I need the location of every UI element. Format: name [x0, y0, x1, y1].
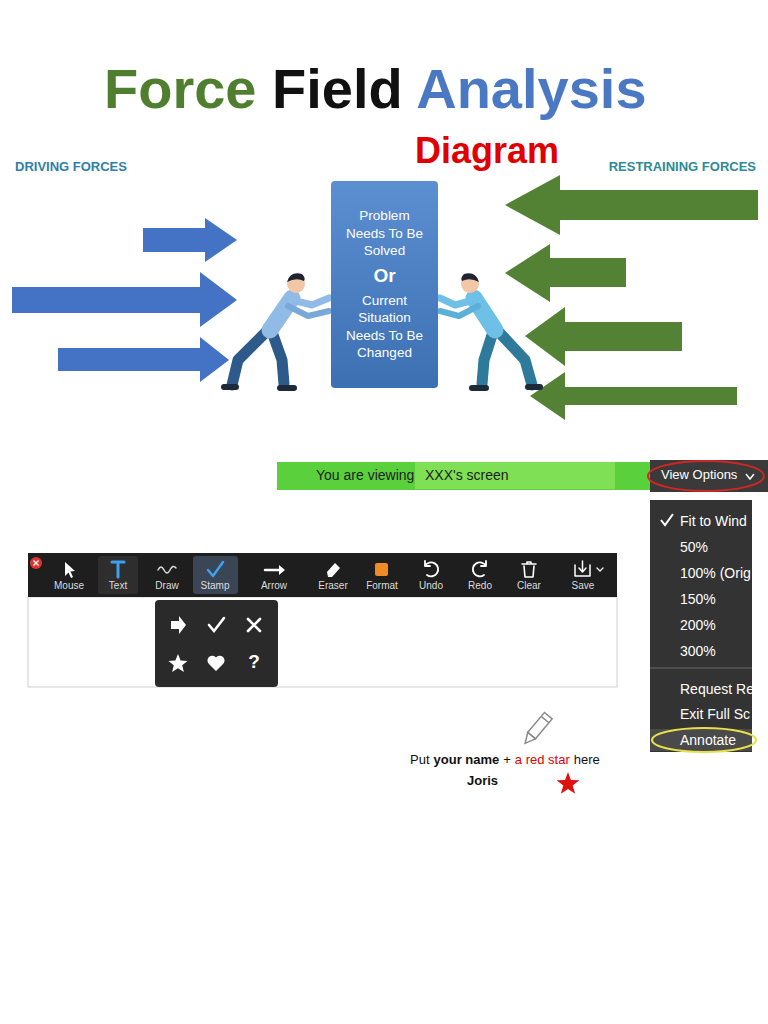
highlight-ring	[648, 461, 764, 491]
page-title: Force Field Analysis	[104, 58, 647, 120]
tool-label: Clear	[517, 580, 541, 592]
instruction-text: here	[574, 752, 600, 767]
menu-item: Fit to Wind	[680, 513, 747, 529]
screen-name-box: XXX's screen	[415, 462, 615, 489]
example-name: Joris	[467, 774, 498, 789]
column-heading: RESTRAINING FORCES	[609, 160, 756, 175]
restraining-arrows	[505, 175, 758, 420]
stamp-popup	[155, 600, 278, 687]
tool-label: Eraser	[318, 580, 347, 592]
menu-item: 50%	[680, 539, 708, 555]
subtitle: Diagram	[415, 130, 559, 171]
viewing-bar	[277, 462, 650, 490]
person-right	[440, 273, 540, 388]
red-star	[557, 772, 580, 794]
menu-item: 200%	[680, 617, 716, 633]
annotation-toolbar	[28, 553, 617, 597]
menu-separator	[650, 667, 752, 669]
tool-hover	[98, 556, 138, 594]
person-left	[224, 273, 329, 388]
instruction-text: Put	[410, 752, 430, 767]
problem-box: Problem Needs To Be SolvedOrCurrent Situ…	[331, 181, 438, 388]
column-heading: DRIVING FORCES	[15, 160, 127, 175]
menu-item: 300%	[680, 643, 716, 659]
tool-label: Mouse	[54, 580, 84, 592]
tool-label: Undo	[419, 580, 443, 592]
stamp-icons	[169, 616, 261, 672]
check-icon	[661, 514, 673, 525]
chevron	[746, 474, 754, 479]
menu-item: 100% (Orig	[680, 565, 751, 581]
instruction-text: +	[503, 752, 511, 767]
tool-label: Text	[109, 580, 127, 592]
menu-item: Request Re	[680, 681, 754, 697]
tool-label: Format	[366, 580, 398, 592]
close-button	[30, 557, 42, 569]
tool-label: Save	[572, 580, 595, 592]
menu-button-text: View Options	[661, 468, 737, 483]
menu-item: 150%	[680, 591, 716, 607]
tool-icons	[65, 561, 603, 578]
tool-label: Stamp	[201, 580, 230, 592]
instruction-text: your name	[434, 752, 500, 767]
menu-item: Annotate	[680, 732, 736, 748]
tool-selected	[193, 556, 238, 594]
instruction-text: a red star	[515, 752, 570, 767]
menu-item: Exit Full Sc	[680, 706, 750, 722]
node-text: Problem Needs To Be Solved	[339, 207, 430, 260]
highlight-ring	[652, 728, 756, 752]
bar-text: You are viewing	[316, 467, 414, 483]
tool-label: Draw	[155, 580, 178, 592]
node-text: Current Situation Needs To Be Changed	[339, 292, 430, 362]
pencil-icon	[521, 713, 552, 747]
tool-label: Redo	[468, 580, 492, 592]
close-x	[34, 561, 39, 566]
stamp-icon: ?	[248, 651, 260, 673]
instruction-line: Put your name+ a red star here	[410, 752, 604, 767]
driving-arrows	[12, 218, 237, 382]
node-text: Or	[373, 264, 395, 289]
tool-label: Arrow	[261, 580, 287, 592]
canvas-panel	[28, 597, 617, 687]
node-text: XXX's screen	[425, 466, 509, 484]
view-menu	[650, 500, 752, 752]
